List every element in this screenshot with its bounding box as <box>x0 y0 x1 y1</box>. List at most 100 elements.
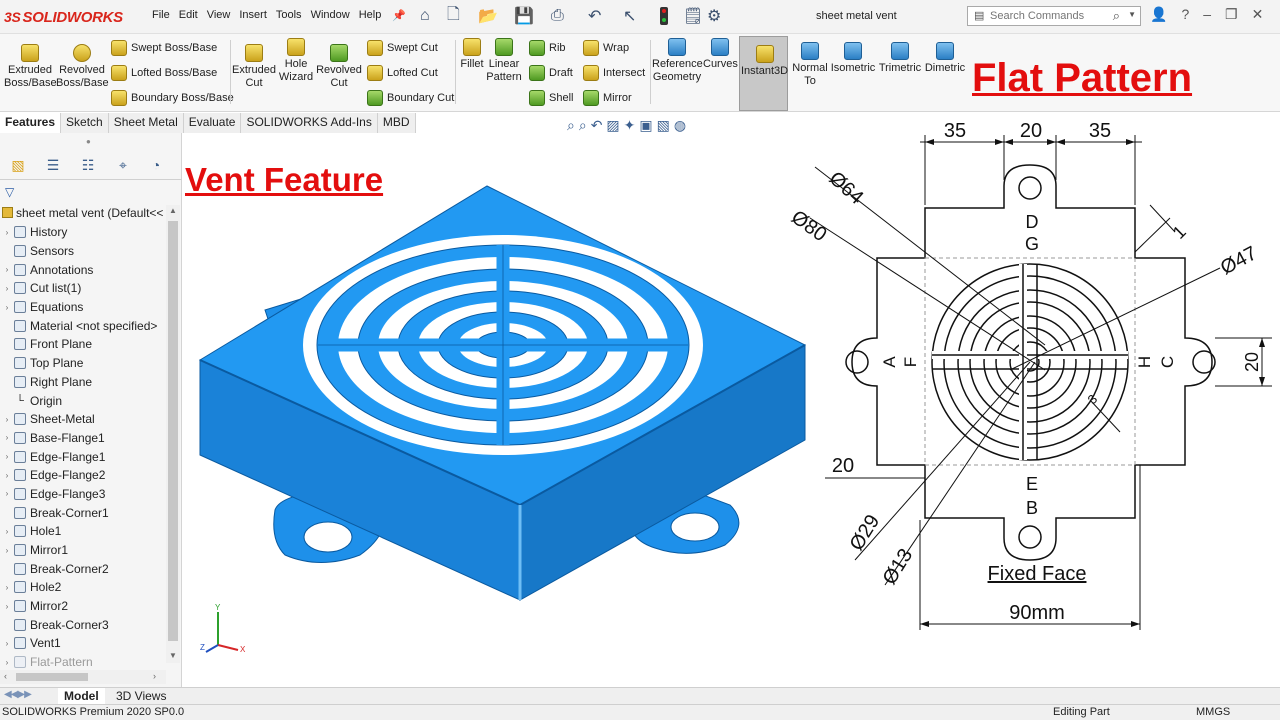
menu-edit[interactable]: Edit <box>178 9 198 21</box>
fillet-button[interactable]: Fillet <box>458 38 486 71</box>
restore-icon[interactable]: ❐ <box>1225 6 1238 22</box>
extruded-cut-button[interactable]: Extruded Cut <box>232 44 276 90</box>
rebuild-icon[interactable] <box>660 5 668 27</box>
isometric-button[interactable]: Isometric <box>830 42 876 75</box>
section-view-icon[interactable]: ▨ <box>606 117 620 133</box>
scroll-right-icon[interactable]: › <box>153 671 156 681</box>
display-manager-tab-icon[interactable]: ◔ <box>151 157 161 173</box>
instant3d-button[interactable]: Instant3D <box>739 36 788 111</box>
normal-to-button[interactable]: Normal To <box>790 42 830 88</box>
draft-button[interactable]: Draft <box>529 65 573 81</box>
tree-item-mirror2[interactable]: ›Mirror2 <box>0 597 166 616</box>
hide-show-icon[interactable]: ◍ <box>673 117 687 133</box>
menu-insert[interactable]: Insert <box>239 9 267 21</box>
tree-item-break-corner2[interactable]: Break-Corner2 <box>0 559 166 578</box>
scroll-down-icon[interactable]: ▼ <box>169 651 177 660</box>
tree-item-origin[interactable]: └Origin <box>0 391 166 410</box>
expand-icon[interactable]: › <box>5 638 9 648</box>
feature-manager-tab-icon[interactable]: ▧ <box>11 157 25 173</box>
open-icon[interactable]: 📂 <box>478 8 498 25</box>
scrollbar-thumb[interactable] <box>168 221 178 641</box>
minimize-icon[interactable]: – <box>1203 6 1212 22</box>
file-properties-icon[interactable]: 🗒 <box>683 8 704 25</box>
tab-evaluate[interactable]: Evaluate <box>183 113 242 133</box>
tree-item-break-corner3[interactable]: Break-Corner3 <box>0 615 166 634</box>
tree-item-equations[interactable]: ›Equations <box>0 298 166 317</box>
intersect-button[interactable]: Intersect <box>583 65 645 81</box>
tree-root[interactable]: sheet metal vent (Default<< <box>2 206 163 220</box>
tree-item-edge-flange1[interactable]: ›Edge-Flange1 <box>0 447 166 466</box>
expand-icon[interactable]: › <box>5 489 9 499</box>
tree-item-mirror1[interactable]: ›Mirror1 <box>0 541 166 560</box>
reference-geometry-button[interactable]: Reference Geometry <box>652 38 703 84</box>
previous-view-icon[interactable]: ↶ <box>590 117 603 133</box>
vent-part-3d-view[interactable] <box>195 182 815 607</box>
menu-help[interactable]: Help <box>358 9 382 21</box>
tree-item-top-plane[interactable]: Top Plane <box>0 354 166 373</box>
tree-item-hole2[interactable]: ›Hole2 <box>0 578 166 597</box>
status-units[interactable]: MMGS <box>1196 706 1231 718</box>
tree-item-sensors[interactable]: Sensors <box>0 242 166 261</box>
configuration-manager-tab-icon[interactable]: ☷ <box>81 157 95 173</box>
mirror-button[interactable]: Mirror <box>583 90 632 106</box>
print-icon[interactable]: ⎙ <box>551 7 564 24</box>
search-input[interactable] <box>968 7 1104 25</box>
expand-icon[interactable]: › <box>5 526 9 536</box>
expand-icon[interactable]: › <box>5 601 9 611</box>
tree-item-hole1[interactable]: ›Hole1 <box>0 522 166 541</box>
undo-icon[interactable]: ↶ <box>588 8 602 25</box>
tree-item-annotations[interactable]: ›Annotations <box>0 260 166 279</box>
tree-item-flat-pattern[interactable]: ›Flat-Pattern <box>0 653 166 672</box>
tab-3d-views[interactable]: 3D Views <box>116 689 167 703</box>
shell-button[interactable]: Shell <box>529 90 573 106</box>
expand-icon[interactable]: › <box>5 414 9 424</box>
dynamic-annotation-icon[interactable]: ✦ <box>623 117 636 133</box>
tab-sheet-metal[interactable]: Sheet Metal <box>108 113 184 133</box>
user-icon[interactable]: 👤 <box>1150 6 1168 22</box>
save-icon[interactable]: 💾 <box>514 8 534 25</box>
swept-boss-button[interactable]: Swept Boss/Base <box>111 40 217 56</box>
property-manager-tab-icon[interactable]: ☰ <box>46 157 60 173</box>
display-style-icon[interactable]: ▧ <box>656 117 670 133</box>
scroll-up-icon[interactable]: ▲ <box>169 206 177 215</box>
filter-icon[interactable]: ▽ <box>5 185 15 199</box>
extruded-boss-button[interactable]: Extruded Boss/Base <box>4 44 57 90</box>
search-commands[interactable]: ▤ ⌕ ▼ <box>967 6 1141 26</box>
tree-item-vent1[interactable]: ›Vent1 <box>0 634 166 653</box>
zoom-to-fit-icon[interactable]: ⌕ <box>567 117 575 133</box>
tab-model[interactable]: Model <box>58 688 105 704</box>
scrollbar-thumb[interactable] <box>16 673 88 681</box>
expand-icon[interactable]: › <box>5 227 9 237</box>
expand-icon[interactable]: › <box>5 433 9 443</box>
tab-sketch[interactable]: Sketch <box>61 113 109 133</box>
expand-icon[interactable]: › <box>5 657 9 667</box>
tree-item-base-flange1[interactable]: ›Base-Flange1 <box>0 429 166 448</box>
tree-vertical-scrollbar[interactable]: ▲ ▼ <box>166 205 180 663</box>
tree-item-history[interactable]: ›History <box>0 223 166 242</box>
revolved-cut-button[interactable]: Revolved Cut <box>316 44 362 90</box>
help-icon[interactable]: ? <box>1181 6 1190 22</box>
tree-horizontal-scrollbar[interactable]: ‹ › <box>0 670 166 684</box>
tab-scroll-icons[interactable]: ◀◀▶▶ <box>4 689 32 700</box>
tree-item-right-plane[interactable]: Right Plane <box>0 373 166 392</box>
dimxpert-tab-icon[interactable]: ⌖ <box>119 157 127 173</box>
menu-window[interactable]: Window <box>310 9 350 21</box>
view-orientation-icon[interactable]: ▣ <box>639 117 653 133</box>
tree-item-edge-flange3[interactable]: ›Edge-Flange3 <box>0 485 166 504</box>
curves-button[interactable]: Curves <box>703 38 738 71</box>
panel-grip[interactable]: ● <box>86 137 91 146</box>
expand-icon[interactable]: › <box>5 452 9 462</box>
menu-file[interactable]: File <box>152 9 170 21</box>
wrap-button[interactable]: Wrap <box>583 40 629 56</box>
expand-icon[interactable]: › <box>5 470 9 480</box>
pin-icon[interactable]: 📌 <box>392 10 406 22</box>
solidworks-logo[interactable]: 3S SOLIDWORKS <box>4 4 123 30</box>
expand-icon[interactable]: › <box>5 582 9 592</box>
tree-item-front-plane[interactable]: Front Plane <box>0 335 166 354</box>
tab-solidworks-add-ins[interactable]: SOLIDWORKS Add-Ins <box>241 113 378 133</box>
scroll-left-icon[interactable]: ‹ <box>4 671 7 681</box>
revolved-boss-button[interactable]: Revolved Boss/Base <box>56 44 109 90</box>
boundary-boss-button[interactable]: Boundary Boss/Base <box>111 90 234 106</box>
swept-cut-button[interactable]: Swept Cut <box>367 40 438 56</box>
tree-item-cut-list[interactable]: ›Cut list(1) <box>0 279 166 298</box>
